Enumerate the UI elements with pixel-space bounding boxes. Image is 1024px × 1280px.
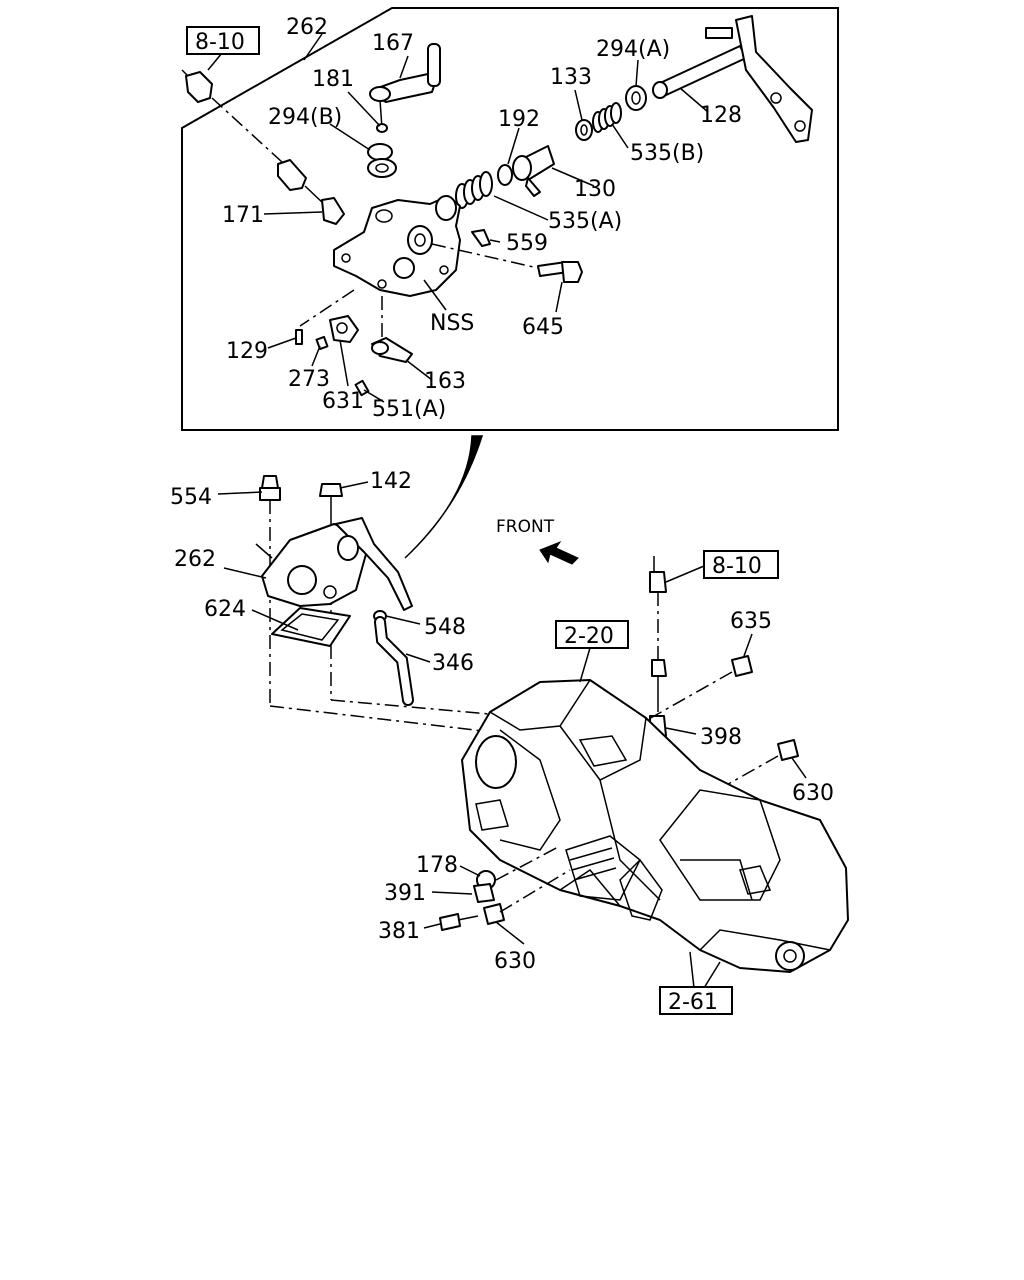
ref-box-2-61 bbox=[659, 986, 733, 1015]
callout-130: 130 bbox=[574, 177, 616, 202]
callout-128: 128 bbox=[700, 103, 742, 128]
inset-guide-1 bbox=[299, 289, 355, 327]
callout-129: 129 bbox=[226, 339, 268, 364]
detent-block-130 bbox=[512, 145, 555, 197]
ref-box-8-10-top bbox=[186, 26, 260, 55]
callout-624: 624 bbox=[204, 597, 246, 622]
callout-181: 181 bbox=[312, 67, 354, 92]
arrow-up-left-icon bbox=[539, 540, 579, 565]
spring-535b bbox=[592, 102, 622, 133]
hose-346 bbox=[374, 616, 414, 706]
connector-plug-top bbox=[181, 69, 283, 163]
bolt-554 bbox=[259, 475, 281, 706]
bolt-630-bottom bbox=[483, 869, 571, 925]
callout-535a: 535(A) bbox=[548, 209, 622, 234]
callout-391: 391 bbox=[384, 881, 426, 906]
connector-plug-mid bbox=[649, 556, 667, 712]
washer-294b bbox=[367, 143, 397, 178]
guide-178 bbox=[495, 845, 561, 881]
callout-535b: 535(B) bbox=[630, 141, 704, 166]
callout-548: 548 bbox=[424, 615, 466, 640]
shift-lever-167 bbox=[369, 43, 441, 133]
callout-346: 346 bbox=[432, 651, 474, 676]
callout-630-right: 630 bbox=[792, 781, 834, 806]
callout-192: 192 bbox=[498, 107, 540, 132]
ref-box-2-20 bbox=[555, 620, 629, 649]
callout-163: 163 bbox=[424, 369, 466, 394]
pin-273 bbox=[315, 335, 329, 351]
callout-262-mid: 262 bbox=[174, 547, 216, 572]
washer-192 bbox=[497, 164, 513, 186]
callout-2-20: 2-20 bbox=[564, 624, 614, 649]
callout-8-10-top: 8-10 bbox=[195, 30, 245, 55]
callout-381: 381 bbox=[378, 919, 420, 944]
callout-133: 133 bbox=[550, 65, 592, 90]
inset-pointer-curve bbox=[404, 435, 484, 559]
shift-shaft-128 bbox=[652, 15, 813, 143]
callout-398: 398 bbox=[700, 725, 742, 750]
block-631 bbox=[329, 315, 359, 343]
callout-167: 167 bbox=[372, 31, 414, 56]
callout-631: 631 bbox=[322, 389, 364, 414]
shift-housing-nss bbox=[333, 195, 461, 297]
plug-391 bbox=[473, 883, 495, 903]
seal-294a bbox=[625, 85, 647, 111]
lever-163 bbox=[371, 337, 413, 363]
bolt-645 bbox=[431, 243, 583, 283]
plug-635 bbox=[639, 655, 753, 725]
callout-294a: 294(A) bbox=[596, 37, 670, 62]
pin-129 bbox=[295, 329, 303, 345]
callout-171: 171 bbox=[222, 203, 264, 228]
callout-635: 635 bbox=[730, 609, 772, 634]
callout-554: 554 bbox=[170, 485, 212, 510]
spring-535a bbox=[455, 171, 493, 209]
callout-nss: NSS bbox=[430, 311, 474, 336]
callout-262-top: 262 bbox=[286, 15, 328, 40]
callout-551a: 551(A) bbox=[372, 397, 446, 422]
pin-559 bbox=[471, 229, 491, 247]
gasket-624 bbox=[271, 607, 351, 647]
detail-inset-frame bbox=[181, 7, 839, 431]
housing-262-assembled bbox=[255, 517, 413, 611]
callout-294b: 294(B) bbox=[268, 105, 342, 130]
callout-273: 273 bbox=[288, 367, 330, 392]
collar-133 bbox=[575, 119, 593, 141]
leader-lines bbox=[207, 33, 807, 989]
ref-box-8-10-mid bbox=[703, 550, 779, 579]
callout-142: 142 bbox=[370, 469, 412, 494]
callout-front: FRONT bbox=[496, 517, 555, 537]
callout-8-10-mid: 8-10 bbox=[712, 554, 762, 579]
callout-630-bottom: 630 bbox=[494, 949, 536, 974]
callout-2-61: 2-61 bbox=[668, 990, 718, 1015]
transmission-case bbox=[461, 679, 849, 973]
callout-645: 645 bbox=[522, 315, 564, 340]
sensor-171 bbox=[277, 159, 345, 225]
callout-559: 559 bbox=[506, 231, 548, 256]
callout-178: 178 bbox=[416, 853, 458, 878]
bolt-381 bbox=[439, 913, 479, 931]
